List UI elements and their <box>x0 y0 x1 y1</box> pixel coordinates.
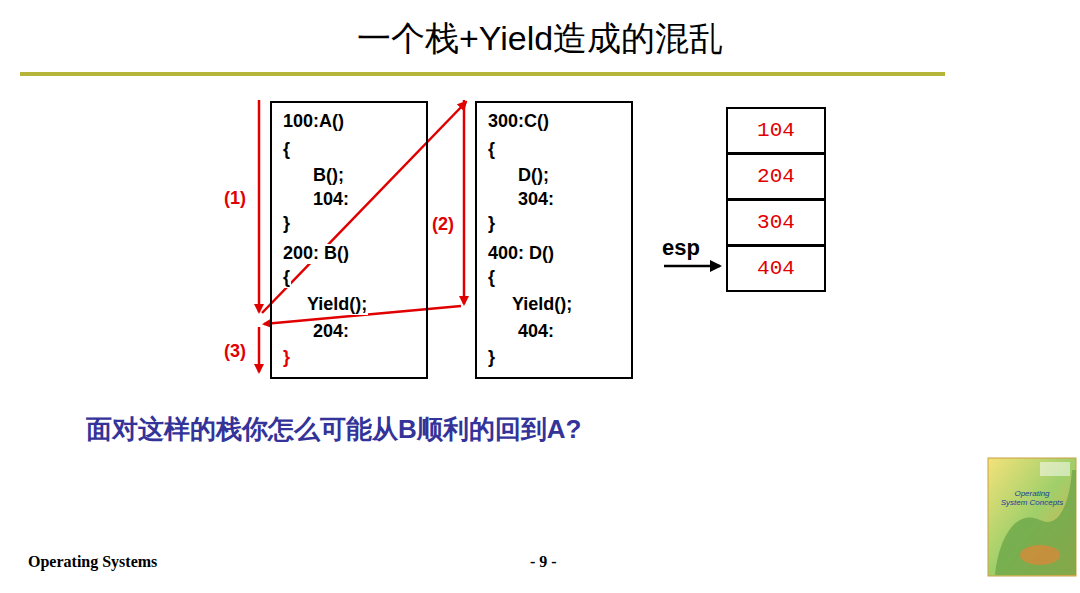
code-line: } <box>282 348 291 368</box>
flow-arrows <box>259 100 466 372</box>
code-line: 404: <box>517 322 555 342</box>
callout-number: (1) <box>224 189 246 209</box>
pointer-label: esp <box>662 236 700 260</box>
slide-title: 一个栈+Yield造成的混乱 <box>0 20 1080 57</box>
code-line: 104: <box>312 190 350 210</box>
code-box: 100:A() { B(); 104:} 200: B() { Yield(); 204:} <box>270 101 428 379</box>
stack-cell: 304 <box>726 199 826 246</box>
callout-number: (3) <box>224 342 246 362</box>
callout-number: (2) <box>432 215 454 235</box>
code-line: 300:C() <box>487 112 550 132</box>
code-line: } <box>282 214 291 234</box>
code-line: D(); <box>517 166 550 186</box>
footer-text: Operating Systems <box>28 553 157 571</box>
code-line: B(); <box>312 166 345 186</box>
stack-entry: 204 <box>757 165 795 188</box>
code-line: 204: <box>312 322 350 342</box>
code-line: 400: D() <box>487 244 555 264</box>
code-line: } <box>487 214 496 234</box>
code-line: 200: B() <box>282 244 350 264</box>
stack-entry: 404 <box>757 257 795 280</box>
code-line: Yield(); <box>306 295 368 315</box>
stack-cell: 204 <box>726 153 826 200</box>
code-line: 100:A() <box>282 112 345 132</box>
code-line: { <box>487 268 496 288</box>
page-number: - 9 - <box>530 553 557 571</box>
stack-cell: 404 <box>726 245 826 292</box>
code-line: 304: <box>517 190 555 210</box>
stack-entry: 304 <box>757 211 795 234</box>
title-rule <box>20 72 945 76</box>
stack-cell: 104 <box>726 107 826 154</box>
code-line: { <box>282 268 291 288</box>
code-line: } <box>487 348 496 368</box>
book-title: Operating System Concepts <box>1000 490 1064 508</box>
stack-entry: 104 <box>757 119 795 142</box>
book-cover <box>988 458 1076 576</box>
code-box: 300:C() { D(); 304:} 400: D() { Yield(); 404:} <box>475 101 633 379</box>
code-line: { <box>282 140 291 160</box>
code-line: { <box>487 140 496 160</box>
question-text: 面对这样的栈你怎么可能从B顺利的回到A? <box>86 415 581 444</box>
esp-pointer <box>664 265 720 268</box>
code-line: Yield(); <box>511 295 573 315</box>
